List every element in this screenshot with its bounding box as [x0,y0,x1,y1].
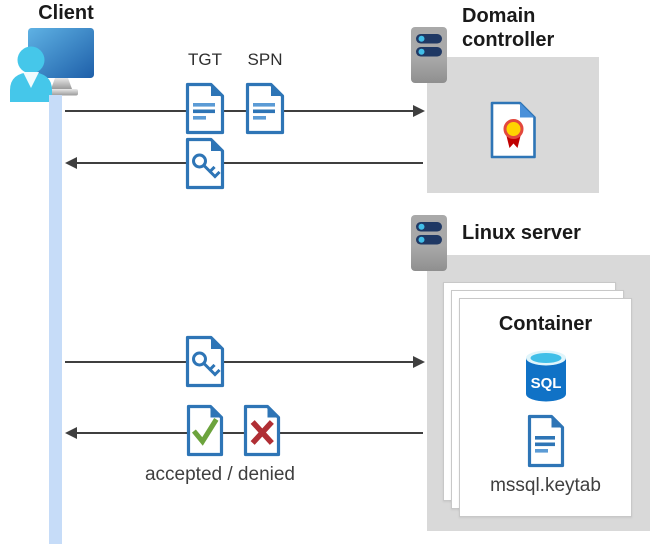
person-icon [10,46,52,102]
client-lifeline [49,95,62,544]
key-document-icon [185,335,225,388]
monitor-icon [28,28,94,96]
arrow-domain-controller-to-client [65,157,423,169]
spn-document-icon [245,82,285,135]
sql-database-icon: SQL [526,350,566,402]
client-label: Client [38,2,94,24]
arrowhead-left-icon [65,157,77,169]
arrowhead-right-icon [413,105,425,117]
arrow-client-to-domain-controller [65,105,425,117]
spn-label: SPN [247,50,283,69]
x-document-icon [243,404,281,457]
container-card: Container SQL mssql.keytab [459,298,632,517]
arrowhead-left-icon [65,427,77,439]
linux-server-icon [411,215,447,271]
client-computer-icon [10,28,94,102]
arrow-client-to-linux-server [65,356,425,368]
linux-server-label: Linux server [462,222,581,244]
domain-controller-server-icon [411,27,447,83]
keytab-document-icon [527,414,565,468]
tgt-document-icon [185,82,225,135]
arrow-line [75,162,423,164]
domain-controller-label: Domain controller [462,5,555,51]
key-document-icon [185,137,225,190]
arrowhead-right-icon [413,356,425,368]
sql-badge-text: SQL [531,375,562,392]
arrow-line [65,110,415,112]
check-document-icon [186,404,224,457]
accepted-denied-label: accepted / denied [144,464,295,485]
keytab-filename-label: mssql.keytab [490,475,601,496]
arrow-line [65,361,415,363]
tgt-label: TGT [188,50,222,69]
certificate-document-icon [490,101,536,159]
container-title: Container [498,313,593,335]
